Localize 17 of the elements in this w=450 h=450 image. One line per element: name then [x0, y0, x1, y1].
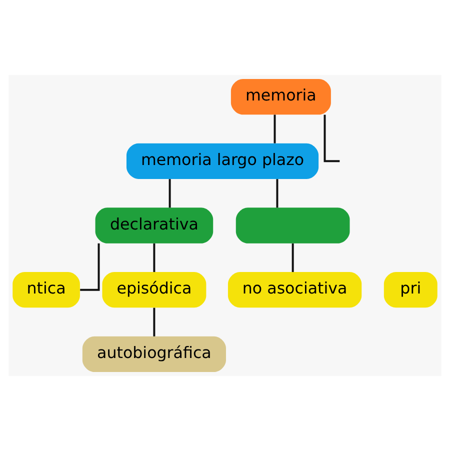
connector	[292, 242, 294, 272]
node-box: pri	[384, 272, 438, 308]
connector	[153, 307, 156, 336]
node-box: ntica	[12, 272, 80, 308]
node-box: memoria	[230, 78, 331, 114]
connector	[80, 242, 100, 290]
node-box: episódica	[102, 272, 206, 308]
connector	[168, 178, 171, 208]
node-box: no asociativa	[228, 272, 362, 308]
connector	[153, 242, 156, 272]
node-box: memoria largo plazo	[126, 142, 319, 178]
node-box	[236, 207, 350, 243]
node-box: autobiográfica	[82, 336, 226, 372]
connector	[324, 114, 340, 162]
node-box: declarativa	[95, 207, 214, 243]
connector	[274, 114, 276, 143]
connector	[276, 178, 278, 208]
